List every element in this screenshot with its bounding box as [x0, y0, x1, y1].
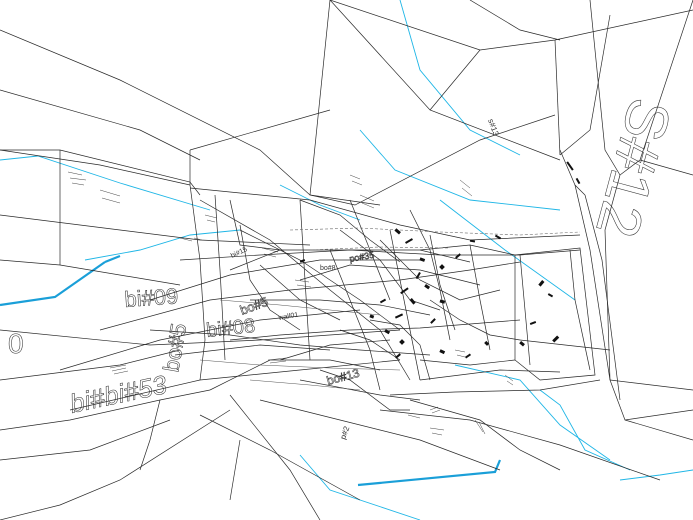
label-bo5: bo#5 [158, 321, 191, 374]
label-bi09: bi#09 [124, 283, 179, 312]
interior-mesh [59, 184, 596, 411]
label-bo8: bo#8 [320, 265, 336, 272]
dense-markers [299, 161, 581, 359]
label-big-corner: S#12 [583, 92, 684, 245]
label-wall01: wall01 [277, 312, 299, 323]
label-po35: po#35 [349, 250, 375, 264]
label-s13: s#13 [486, 118, 501, 138]
label-bo5b: bo#5 [238, 294, 270, 318]
label-p2: p#2 [338, 425, 351, 441]
label-bibi53: bi#bi#53 [67, 369, 170, 419]
mirrored-text-fragments [67, 171, 514, 436]
label-zero: 0 [8, 328, 24, 359]
cyan-highlight-edges [0, 254, 502, 487]
label-bi08: bi#08 [205, 315, 256, 342]
